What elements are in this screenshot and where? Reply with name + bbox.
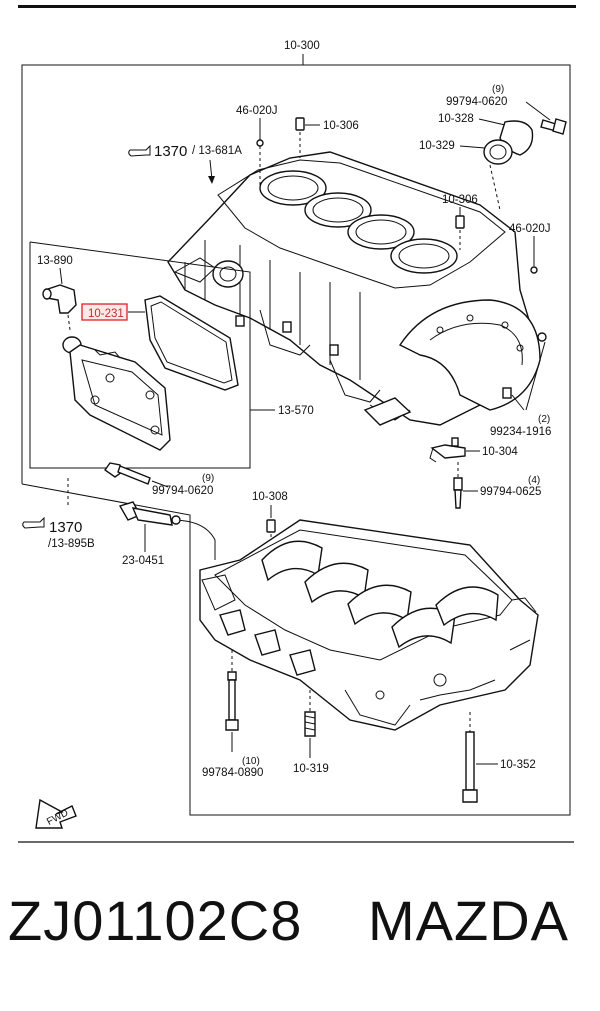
callout-stud: 10-319 [293, 763, 329, 775]
callout-cap-top: 10-306 [323, 120, 359, 132]
callout-bolt-jet-qty: (4) [528, 475, 540, 486]
callout-ref-lower: 1370 [49, 519, 82, 536]
callout-cap-right: 10-306 [442, 194, 478, 206]
callout-bolt-separator-qty: (9) [202, 473, 214, 484]
cylinder-block-lower [199, 519, 539, 731]
callout-bolt-long: 99784-0890 [202, 767, 263, 779]
separator-frame [29, 241, 251, 469]
callout-bolt-long-qty: (10) [242, 756, 260, 767]
exploded-parts-diagram: 10-300 46-020J [18, 5, 576, 843]
callout-cover: 10-328 [438, 113, 474, 125]
callout-plug-top: 46-020J [236, 105, 278, 117]
callout-gasket-cover: 10-329 [419, 140, 455, 152]
callout-plug-right: 46-020J [509, 223, 551, 235]
callout-ref-lower-sub: /13-895B [48, 538, 95, 550]
callout-dowel: 99234-1916 [490, 426, 551, 438]
callout-sensor: 23-0451 [122, 555, 164, 567]
highlighted-part-box [81, 303, 128, 321]
callout-bolt-top-right-qty: (9) [492, 84, 504, 95]
assembly-frame [21, 64, 571, 816]
hand-pointer-icon [128, 144, 151, 157]
callout-cap-lower: 10-308 [252, 491, 288, 503]
callout-ref-top-sub: / 13-681A [192, 145, 242, 157]
callout-dowel-qty: (2) [538, 414, 550, 425]
cylinder-block-upper [167, 151, 541, 426]
callout-oil-separator: 13-570 [278, 405, 314, 417]
callout-bolt-top-right: 99794-0620 [446, 96, 507, 108]
knock-sensor [118, 501, 216, 560]
callout-main-assembly: 10-300 [284, 40, 320, 52]
callout-jet: 10-304 [482, 446, 518, 458]
callout-bolt-separator: 99794-0620 [152, 485, 213, 497]
callout-bolt-jet: 99794-0625 [480, 486, 541, 498]
fwd-arrow-icon [35, 798, 77, 829]
callout-hose-fitting: 13-890 [37, 255, 73, 267]
callout-highlighted-part: 10-231 [88, 308, 124, 320]
part-number: ZJ01102C8 [8, 889, 303, 952]
callout-bolt-main: 10-352 [500, 759, 536, 771]
callout-ref-top: 1370 [154, 143, 187, 160]
hand-pointer-icon [22, 516, 45, 529]
brand-name: MAZDA [368, 889, 569, 952]
oil-jet [429, 437, 466, 463]
oil-separator [62, 336, 171, 451]
caption: ZJ01102C8 MAZDA [0, 888, 600, 978]
top-rule [18, 5, 576, 8]
